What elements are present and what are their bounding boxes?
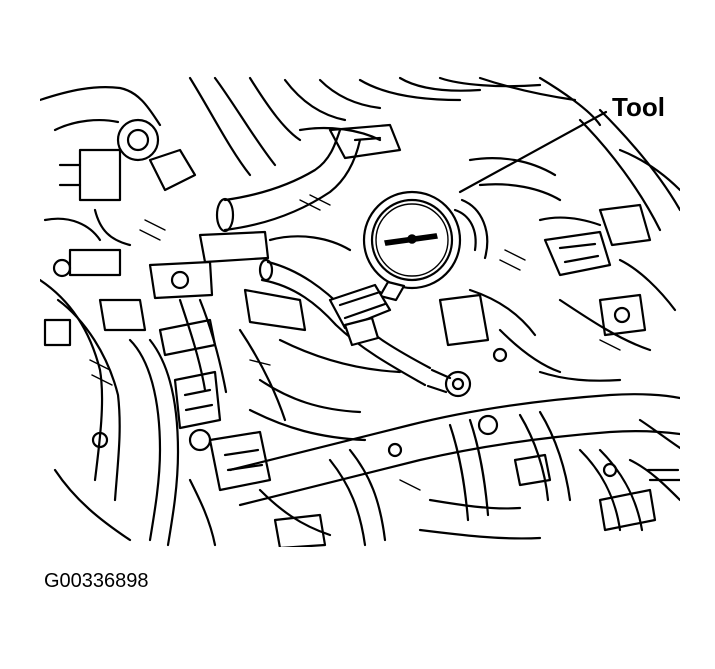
figure-id: G00336898 (44, 570, 149, 592)
lower-block (188, 430, 332, 547)
detail-strokes (89, 194, 621, 491)
pressure-gauge-tool (362, 190, 489, 302)
intake-hoses (188, 76, 602, 233)
throttle-body-bracket (40, 86, 197, 278)
tool-callout-label: Tool (612, 92, 665, 122)
lower-coolant-hose (228, 338, 680, 547)
right-upper-components (468, 108, 680, 352)
lower-right-components (418, 418, 680, 540)
tool-leader-line (458, 110, 608, 194)
left-hoses (40, 278, 222, 547)
gauge-hose-adapter (258, 258, 472, 398)
